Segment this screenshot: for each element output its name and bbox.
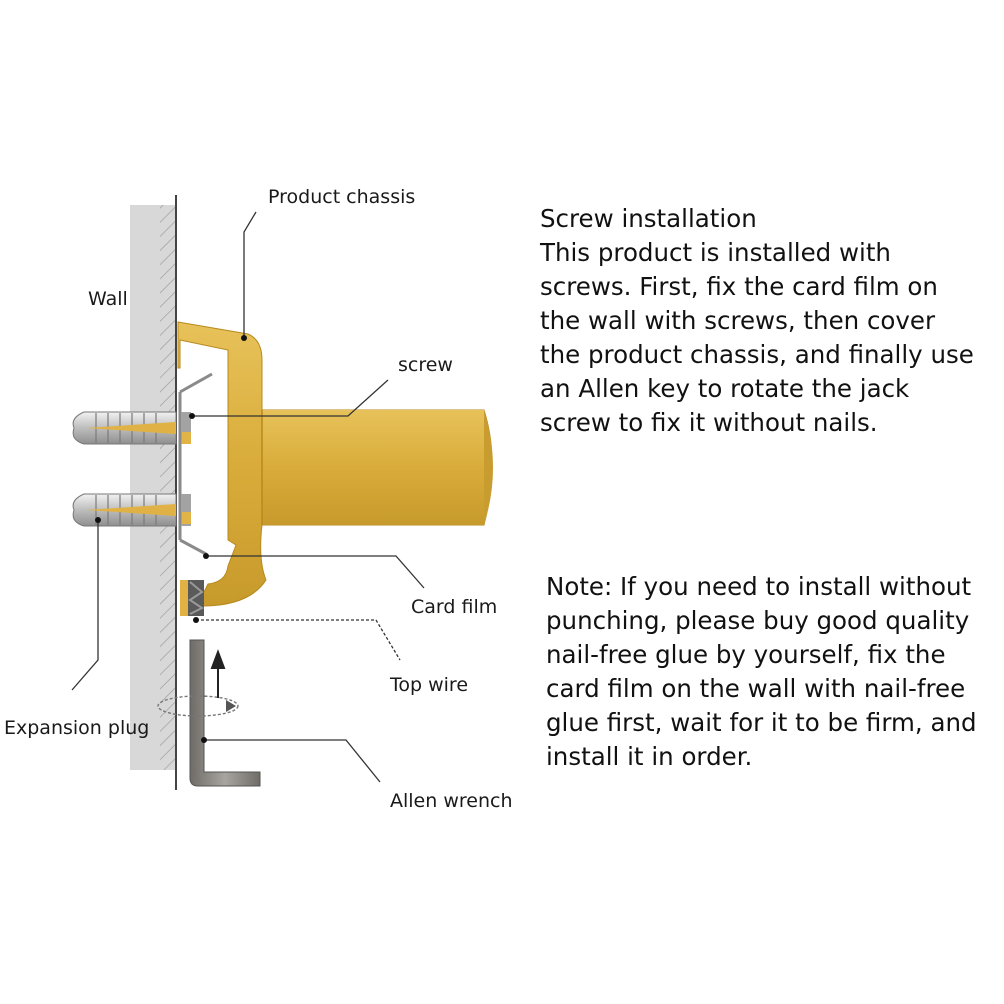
plug-screw-lower	[86, 504, 176, 516]
leader-expansion-plug	[71, 520, 99, 691]
label-screw: screw	[398, 354, 453, 376]
screw-head-upper	[181, 412, 191, 444]
chassis-tube	[262, 410, 484, 525]
note-line: punching, please buy good quality	[546, 606, 970, 635]
top-wire-gold	[180, 580, 188, 616]
label-wall: Wall	[88, 288, 128, 310]
screw-installation-line: the wall with screws, then cover	[540, 306, 936, 335]
expansion-plug-upper	[72, 411, 177, 445]
screw-installation-heading: Screw installation	[540, 204, 757, 233]
product-chassis	[177, 321, 493, 607]
tube-end-cap	[484, 410, 493, 525]
plug-screw-upper	[86, 422, 176, 434]
rotation-ellipse	[157, 695, 239, 717]
leader-card-film	[206, 555, 425, 589]
note-line: glue first, wait for it to be firm, and	[546, 708, 977, 737]
card-film	[178, 372, 213, 556]
screw-installation-line: an Allen key to rotate the jack	[540, 374, 910, 403]
label-card-film: Card film	[411, 596, 498, 618]
wrench-body	[189, 639, 261, 787]
leader-screw	[192, 379, 389, 417]
label-product-chassis: Product chassis	[268, 186, 416, 208]
rotation-arrowhead	[226, 700, 236, 712]
top-wire-thread	[188, 581, 204, 615]
card-film-upper-arm	[179, 372, 213, 394]
leader-lines	[71, 211, 425, 783]
screw-installation-text: Screw installation This product is insta…	[540, 202, 974, 440]
label-expansion-plug: Expansion plug	[4, 717, 150, 739]
note-line: install it in order.	[546, 742, 753, 771]
top-wire	[180, 580, 204, 616]
note-line: nail-free glue by yourself, fix the	[546, 640, 946, 669]
wall	[130, 195, 177, 790]
allen-wrench	[157, 639, 261, 787]
wall-hatch	[160, 205, 176, 770]
leader-allen-wrench	[204, 739, 381, 783]
note-text: Note: If you need to install without pun…	[546, 570, 977, 774]
screw-installation-line: screw to fix it without nails.	[540, 408, 878, 437]
card-film-lower-arm	[179, 538, 207, 556]
screw-washer-lower	[182, 512, 191, 524]
leader-dots	[95, 335, 247, 743]
expansion-plug-lower	[72, 493, 177, 527]
up-arrow	[210, 649, 226, 698]
screw-heads	[181, 412, 191, 526]
screw-washer-upper	[182, 432, 191, 444]
screw-installation-line: This product is installed with	[540, 238, 891, 267]
label-top-wire: Top wire	[390, 674, 469, 696]
leader-top-wire	[196, 619, 401, 661]
screw-installation-line: the product chassis, and finally use	[540, 340, 974, 369]
label-allen-wrench: Allen wrench	[390, 790, 513, 812]
note-line: Note: If you need to install without	[546, 572, 972, 601]
screw-installation-line: screws. First, fix the card film on	[540, 272, 938, 301]
note-line: card film on the wall with nail-free	[546, 674, 966, 703]
leader-product-chassis	[243, 211, 257, 338]
screw-head-lower	[181, 494, 191, 526]
